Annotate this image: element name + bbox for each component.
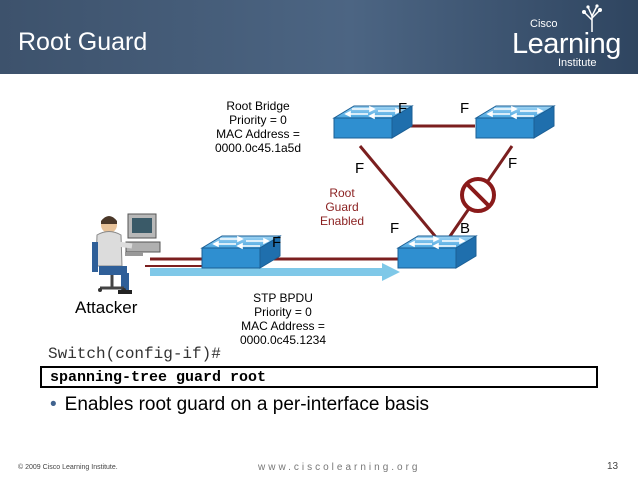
port-top-right: F (460, 100, 470, 117)
root-bridge-priority: Priority = 0 (229, 113, 287, 127)
logo-cisco: Cisco (530, 18, 558, 30)
logo-learning: Learning (512, 28, 621, 60)
slide-title: Root Guard (18, 28, 148, 56)
port-guard-left: F (390, 220, 400, 237)
command-text: spanning-tree guard root (50, 369, 267, 386)
bpdu-title: STP BPDU (253, 291, 313, 305)
root-bridge-mac-value: 0000.0c45.1a5d (214, 141, 302, 155)
root-guard-label: Root Guard Enabled (312, 186, 372, 228)
bpdu-priority: Priority = 0 (254, 305, 312, 319)
tree-logo-icon (582, 4, 602, 32)
right-switch (475, 105, 555, 139)
attacker-person-icon (92, 216, 133, 294)
footer-url: www.ciscolearning.org (258, 462, 421, 473)
logo-institute: Institute (558, 57, 597, 69)
attacker-switch (201, 235, 281, 269)
blocked-port-icon (460, 177, 496, 213)
port-guard-blocked: B (460, 220, 471, 237)
bullet-point: • Enables root guard on a per-interface b… (50, 394, 429, 416)
root-guard-line-1: Root (329, 186, 355, 200)
root-bridge-mac-label: MAC Address = (216, 127, 300, 141)
root-guard-line-2: Guard (325, 200, 359, 214)
port-attacker-switch: F (272, 234, 282, 251)
network-diagram (92, 105, 555, 294)
attacker-workstation-icon (125, 213, 161, 256)
slide-header: Root Guard Cisco Learning Institute (0, 0, 638, 74)
cli-prompt: Switch(config-if)# (48, 345, 221, 363)
bullet-icon: • (50, 394, 57, 415)
attacker-label: Attacker (75, 298, 138, 317)
root-bridge-label: Root Bridge Priority = 0 MAC Address = 0… (208, 99, 308, 155)
bullet-text: Enables root guard on a per-interface ba… (64, 394, 430, 415)
bpdu-mac: MAC Address = 0000.0c45.1234 (239, 319, 327, 347)
root-bridge-title: Root Bridge (226, 99, 290, 113)
link-root-to-guard (358, 145, 442, 243)
port-top-left: F (398, 100, 408, 117)
root-guard-line-3: Enabled (319, 214, 365, 228)
bpdu-label: STP BPDU Priority = 0 MAC Address = 0000… (198, 291, 368, 347)
port-root-lower: F (355, 160, 365, 177)
command-box: spanning-tree guard root (40, 366, 598, 388)
page-number: 13 (607, 461, 619, 472)
guard-switch (397, 235, 477, 269)
port-right-switch: F (508, 155, 518, 172)
bpdu-arrow (150, 263, 400, 281)
footer-copyright: © 2009 Cisco Learning Institute. (18, 464, 118, 471)
